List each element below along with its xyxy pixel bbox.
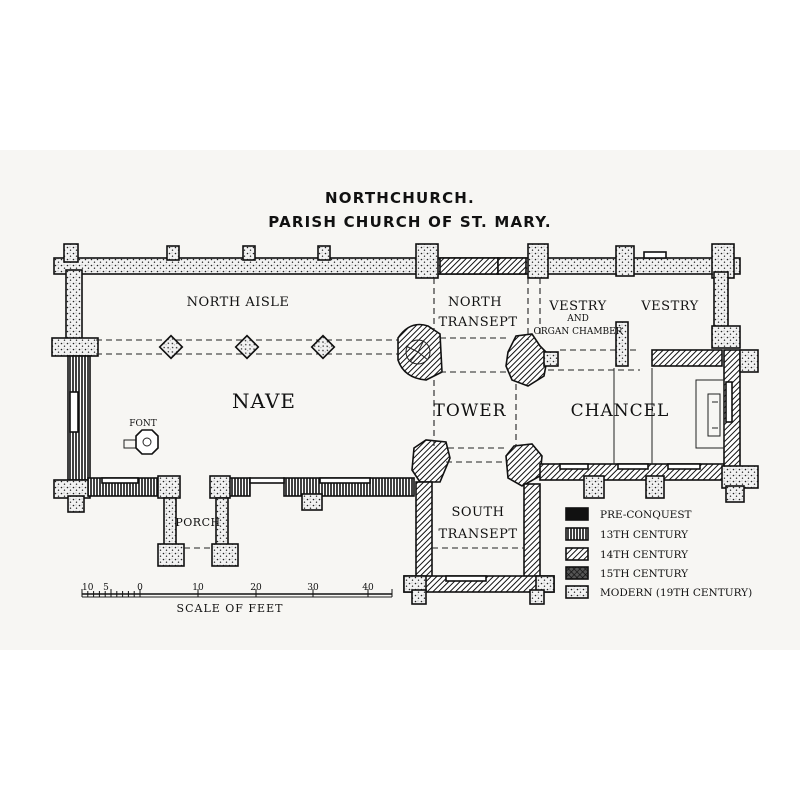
font-label: FONT xyxy=(129,419,157,429)
scale-tick-40: 40 xyxy=(362,583,374,593)
font-symbol xyxy=(123,429,159,455)
legend-swatch-14th-century xyxy=(565,547,589,561)
north-aisle-label: NORTH AISLE xyxy=(187,295,290,310)
legend-label-14th-century: 14TH CENTURY xyxy=(600,549,689,561)
legend: PRE-CONQUEST 13TH CENTURY 14TH CENTURY 1… xyxy=(565,507,752,599)
vestry-organ-and-label: AND xyxy=(566,314,589,324)
scale-bar: 10 5 0 10 20 30 40 SCALE OF FEET xyxy=(81,583,393,615)
stair-turret xyxy=(397,323,443,381)
legend-swatch-13th-century xyxy=(565,527,589,541)
chancel-walls xyxy=(539,349,759,503)
vestry-label: VESTRY xyxy=(640,299,698,314)
north-wall xyxy=(53,243,741,279)
legend-label-modern: MODERN (19TH CENTURY) xyxy=(600,587,752,599)
organ-chamber-label: ORGAN CHAMBER xyxy=(534,327,623,337)
tower-label: TOWER xyxy=(434,401,507,421)
nave-arcade xyxy=(96,334,400,360)
legend-swatch-modern xyxy=(565,585,589,599)
legend-swatch-15th-century xyxy=(565,566,589,580)
south-transept-label-2: TRANSEPT xyxy=(438,527,517,542)
vestry-organ-label: VESTRY xyxy=(548,299,606,314)
porch xyxy=(157,475,239,567)
south-transept xyxy=(403,481,555,605)
legend-label-15th-century: 15TH CENTURY xyxy=(600,568,689,580)
scale-tick-10-left: 10 xyxy=(82,583,94,593)
scale-tick-5: 5 xyxy=(103,583,109,593)
scale-tick-30: 30 xyxy=(307,583,319,593)
scale-caption: SCALE OF FEET xyxy=(177,602,284,615)
altar xyxy=(695,379,725,449)
porch-label: PORCH xyxy=(175,516,220,529)
legend-swatch-pre-conquest xyxy=(565,507,589,521)
crossing-lines xyxy=(433,278,640,463)
paper-background xyxy=(0,150,800,650)
plan-title: NORTHCHURCH. xyxy=(325,189,475,207)
plan-subtitle: PARISH CHURCH OF ST. MARY. xyxy=(268,213,551,231)
legend-label-13th-century: 13TH CENTURY xyxy=(600,529,689,541)
scale-tick-20: 20 xyxy=(250,583,262,593)
tower-piers xyxy=(411,333,559,487)
scale-tick-0: 0 xyxy=(137,583,143,593)
south-transept-label: SOUTH xyxy=(451,505,504,520)
vestry-partition xyxy=(615,271,741,367)
legend-label-pre-conquest: PRE-CONQUEST xyxy=(600,509,692,521)
scale-tick-10: 10 xyxy=(192,583,204,593)
chancel-label: CHANCEL xyxy=(571,401,670,421)
nave-label: NAVE xyxy=(232,389,296,413)
west-wall xyxy=(51,269,99,513)
north-transept-label: NORTH xyxy=(448,295,502,310)
north-transept-label-2: TRANSEPT xyxy=(438,315,517,330)
